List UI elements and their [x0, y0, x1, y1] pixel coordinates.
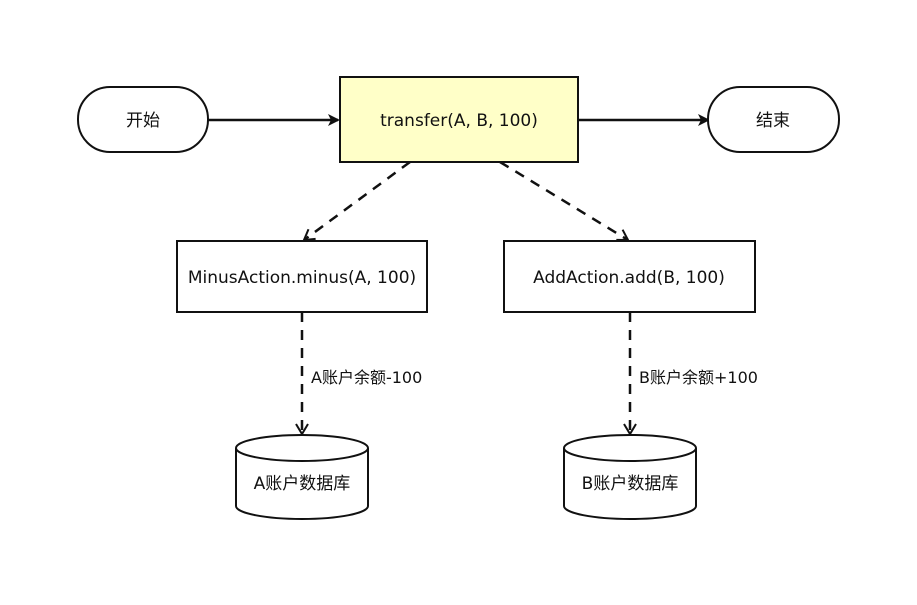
- transfer-node-label: transfer(A, B, 100): [380, 111, 538, 131]
- database-a: A账户数据库: [235, 434, 369, 520]
- end-node-label: 结束: [756, 111, 790, 131]
- minus-node: MinusAction.minus(A, 100): [176, 240, 428, 313]
- transfer-node: transfer(A, B, 100): [339, 76, 579, 163]
- add-node: AddAction.add(B, 100): [503, 240, 756, 313]
- database-b: B账户数据库: [563, 434, 697, 520]
- minus-node-label: MinusAction.minus(A, 100): [188, 268, 416, 288]
- edge-transfer-to-minus: [302, 160, 411, 242]
- add-node-label: AddAction.add(B, 100): [533, 268, 725, 288]
- database-a-label: A账户数据库: [254, 474, 351, 494]
- database-b-label: B账户数据库: [582, 474, 679, 494]
- edge-transfer-to-add: [499, 160, 630, 242]
- end-node: 结束: [707, 86, 840, 153]
- edge-add-label: B账户余额+100: [639, 368, 758, 387]
- edge-minus-label: A账户余额-100: [311, 368, 422, 387]
- start-node-label: 开始: [126, 111, 160, 131]
- start-node: 开始: [77, 86, 209, 153]
